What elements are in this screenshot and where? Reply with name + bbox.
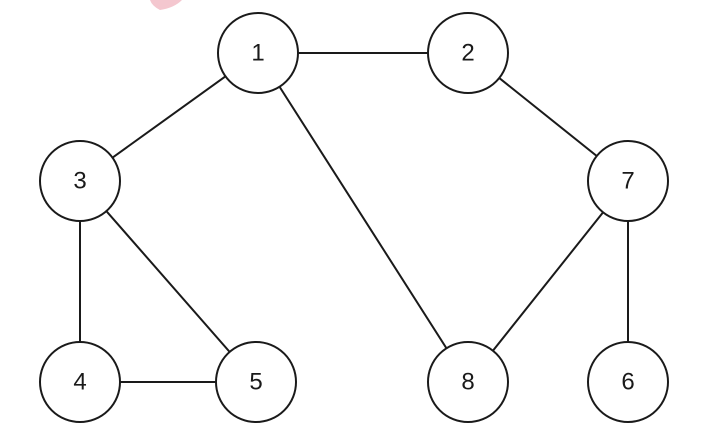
node-3: 3 (39, 140, 121, 222)
edge-1-8 (257, 52, 469, 383)
node-circle-7 (587, 140, 669, 222)
node-circle-8 (427, 341, 509, 423)
node-7: 7 (587, 140, 669, 222)
node-circle-5 (215, 341, 297, 423)
node-circle-6 (587, 341, 669, 423)
node-8: 8 (427, 341, 509, 423)
edge-7-8 (467, 180, 629, 383)
edge-layer (79, 52, 629, 383)
node-label-2: 2 (461, 40, 474, 67)
node-circle-3 (39, 140, 121, 222)
node-label-6: 6 (621, 369, 634, 396)
node-layer: 1 2 3 4 5 6 7 8 (39, 12, 669, 423)
node-label-4: 4 (73, 369, 86, 396)
node-label-1: 1 (251, 40, 264, 67)
node-4: 4 (39, 341, 121, 423)
node-1: 1 (217, 12, 299, 94)
node-circle-2 (427, 12, 509, 94)
edge-3-5 (79, 180, 257, 383)
node-circle-1 (217, 12, 299, 94)
node-label-8: 8 (461, 369, 474, 396)
node-circle-4 (39, 341, 121, 423)
node-label-7: 7 (621, 168, 634, 195)
node-2: 2 (427, 12, 509, 94)
node-5: 5 (215, 341, 297, 423)
node-label-5: 5 (249, 369, 262, 396)
node-label-3: 3 (73, 168, 86, 195)
top-edge-mark (150, 0, 182, 10)
node-6: 6 (587, 341, 669, 423)
